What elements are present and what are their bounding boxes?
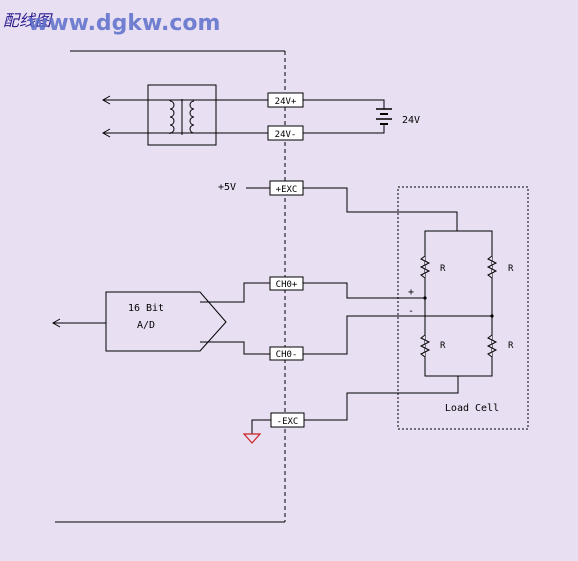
wheatstone-bridge [424,230,493,377]
supply-5v-label: +5V [218,182,236,193]
resistor-bottom-right [486,334,498,358]
output-arrow-top [101,95,268,105]
junction-dot [490,314,494,318]
resistor-label-bottom-right: R [508,341,514,351]
svg-text:24V-: 24V- [275,130,297,140]
resistor-bottom-left [419,334,431,358]
terminal-24v-minus: 24V- [267,125,304,141]
svg-text:-EXC: -EXC [277,417,299,427]
wire-adc-ch0-plus [200,282,270,303]
terminal-exc-minus: -EXC [270,412,305,428]
resistor-label-top-left: R [440,264,446,274]
ground-icon [242,433,262,444]
resistor-label-top-right: R [508,264,514,274]
terminal-ch0-plus: CH0+ [269,276,304,291]
wire-ch0-minus-bridge [303,315,492,355]
wire-exc-plus [303,187,458,231]
transformer [147,84,217,146]
load-cell-box [397,186,529,430]
bridge-minus-sign: - [408,306,414,317]
bridge-plus-sign: + [408,287,414,298]
svg-text:24V+: 24V+ [275,97,297,107]
diagram-title: 配线图 [3,11,53,30]
wire-adc-ch0-minus [200,341,270,355]
resistor-top-right [486,255,498,279]
adc-label-line1: 16 Bit [128,303,164,314]
svg-text:+EXC: +EXC [276,185,298,195]
wire-ch0-plus-bridge [303,282,425,299]
svg-text:CH0+: CH0+ [276,280,298,290]
wire-exc-minus [303,376,459,421]
battery-24v [303,99,392,134]
watermark-text: www.dgkw.com [28,11,220,36]
load-cell-label: Load Cell [445,403,499,414]
terminal-exc-plus: +EXC [269,180,304,196]
resistor-top-left [419,255,431,279]
output-arrow-bottom [101,128,268,138]
svg-text:CH0-: CH0- [276,350,298,360]
battery-label: 24V [402,115,420,126]
adc-label-line2: A/D [137,320,155,331]
adc-block: 16 Bit A/D [105,291,227,352]
wire-ground [251,419,271,434]
resistor-label-bottom-left: R [440,341,446,351]
terminal-24v-plus: 24V+ [267,92,304,108]
terminal-ch0-minus: CH0- [269,346,304,361]
junction-dot [423,296,427,300]
adc-output-arrow [51,318,106,328]
